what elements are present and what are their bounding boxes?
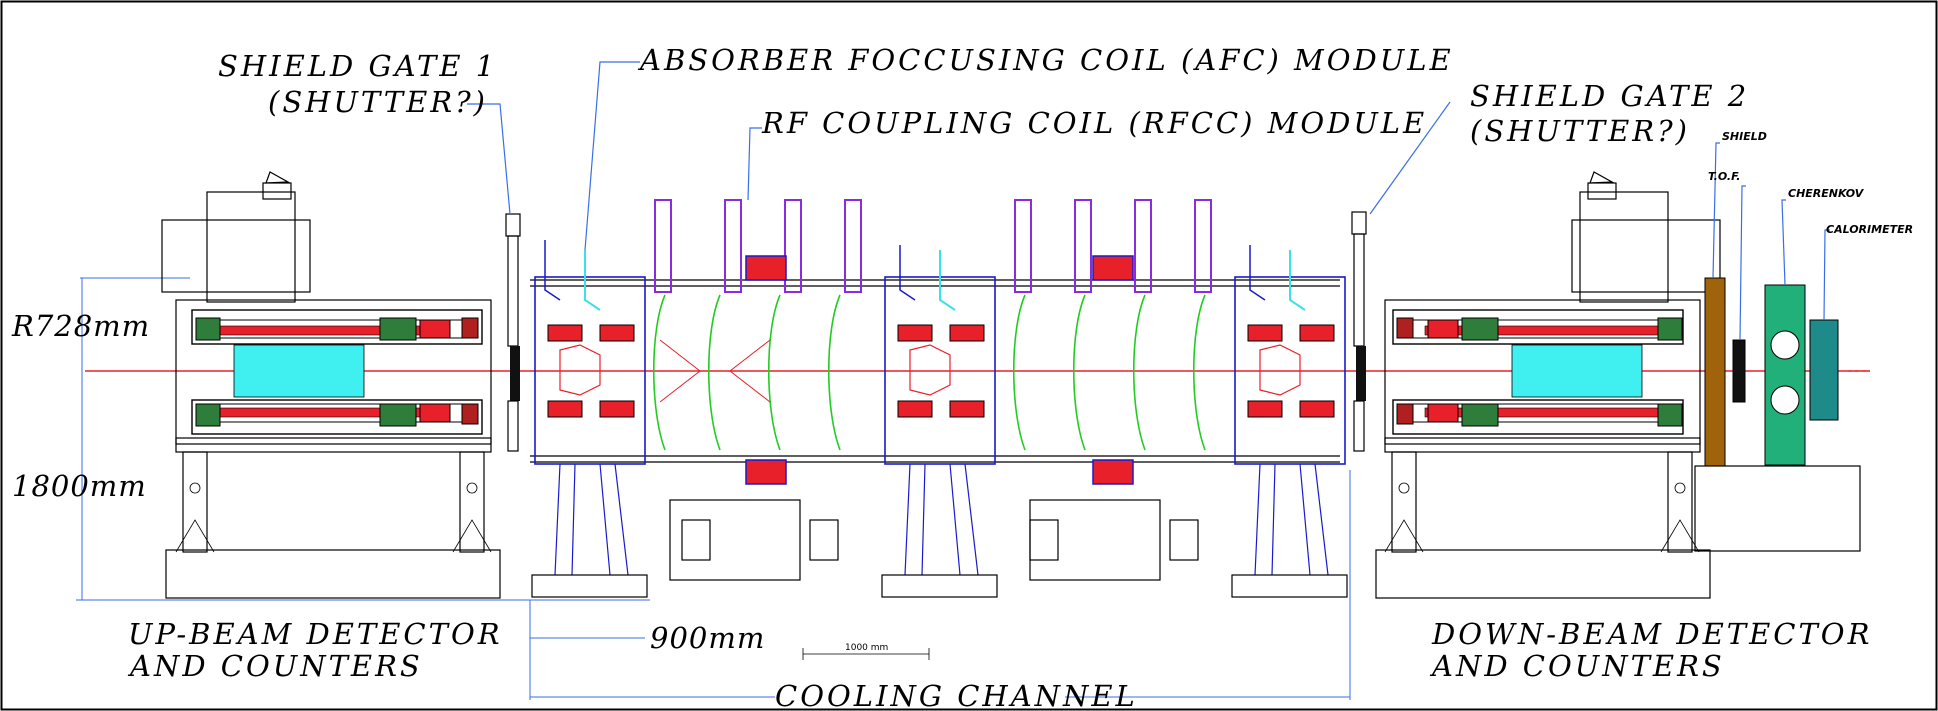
shield-label: SHIELD: [1722, 130, 1767, 143]
cooling-channel-label: COOLING CHANNEL: [775, 679, 1138, 711]
cooling-channel: [530, 199, 1348, 598]
tof-counter: [1732, 339, 1746, 403]
afc-module-label: ABSORBER FOCCUSING COIL (AFC) MODULE: [637, 43, 1454, 77]
rfcc-module-2: [1013, 199, 1212, 581]
rfcc-module-1: [653, 199, 862, 581]
height-dimension: 1800mm: [12, 469, 147, 503]
up-beam-detector: [161, 171, 501, 599]
calorimeter-label: CALORIMETER: [1826, 223, 1913, 236]
tof-label: T.O.F.: [1708, 170, 1740, 183]
shield-gate-1-label-line-2: (SHUTTER?): [268, 85, 488, 119]
afc-module-1: [534, 240, 646, 465]
shield-gate-1-label-line-1: SHIELD GATE 1: [218, 49, 497, 83]
up-beam-label-line-1: UP-BEAM DETECTOR: [128, 617, 503, 651]
cherenkov-detector: [1764, 284, 1806, 466]
scale-bar: 1000 mm: [802, 643, 930, 660]
radius-dimension: R728mm: [11, 309, 150, 343]
afc-module-3: [1234, 245, 1346, 465]
shield-gate-1: [505, 213, 521, 452]
down-beam-label-line-2: AND COUNTERS: [1429, 649, 1725, 683]
up-beam-label-line-2: AND COUNTERS: [127, 649, 423, 683]
dimension-lines: [76, 277, 1351, 700]
leader-lines: [467, 61, 1830, 341]
end-instrumentation: [1694, 277, 1870, 552]
rfcc-module-label: RF COUPLING COIL (RFCC) MODULE: [761, 106, 1427, 140]
shield-gate-2: [1351, 211, 1367, 452]
afc-module-2: [884, 245, 996, 465]
down-beam-detector: [1375, 171, 1721, 599]
down-beam-label-line-1: DOWN-BEAM DETECTOR: [1431, 617, 1872, 651]
shield-block: [1704, 277, 1726, 467]
afc-bases: [531, 574, 1348, 598]
shield-gate-2-label-line-1: SHIELD GATE 2: [1470, 79, 1749, 113]
scale-bar-label: 1000 mm: [845, 643, 888, 653]
cherenkov-label: CHERENKOV: [1788, 187, 1865, 200]
afc-supports: [554, 463, 1329, 576]
calorimeter: [1809, 319, 1839, 421]
shield-gate-2-label-line-2: (SHUTTER?): [1470, 114, 1690, 148]
spacing-dimension: 900mm: [650, 621, 765, 655]
